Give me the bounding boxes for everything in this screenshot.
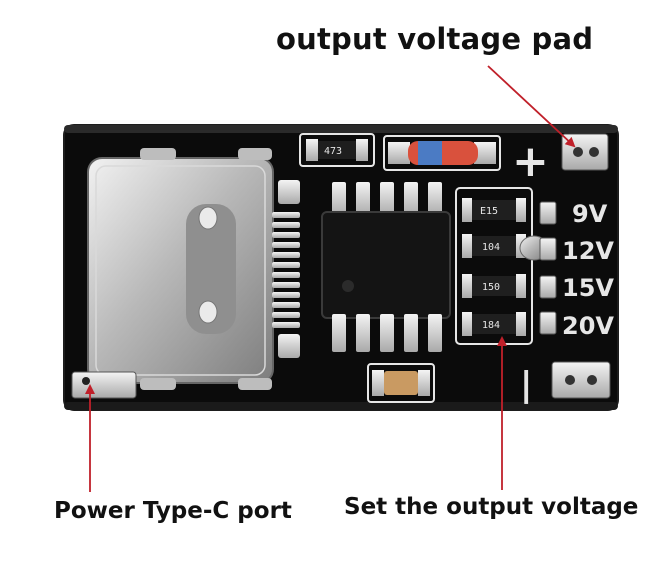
arrow-output-pad <box>487 65 576 148</box>
resistor-code: E15 <box>480 206 498 217</box>
voltage-9v: 9V <box>572 200 608 228</box>
output-minus: | <box>520 361 611 405</box>
plus-symbol: + <box>512 136 549 187</box>
diode <box>383 135 501 171</box>
resistor-473: 473 <box>299 133 375 167</box>
resistor-code: 104 <box>482 242 500 253</box>
usb-pins <box>272 212 300 328</box>
resistor-104: 104 <box>462 234 526 258</box>
set-output-voltage-label: Set the output voltage <box>344 494 639 520</box>
minus-symbol: | <box>520 365 532 405</box>
voltage-12v: 12V <box>562 237 614 265</box>
output-voltage-pad-label: output voltage pad <box>276 22 594 56</box>
ic-pins-top <box>332 182 442 216</box>
selection-pads <box>539 201 557 335</box>
output-voltage-pad-plus <box>561 133 609 171</box>
capacitor <box>367 363 435 403</box>
input-pad <box>71 371 137 399</box>
resistor-code: 150 <box>482 282 500 293</box>
resistor-473-code: 473 <box>324 146 342 157</box>
voltage-15v: 15V <box>562 274 614 302</box>
ic-pins-bottom <box>332 314 442 352</box>
power-type-c-port-label: Power Type-C port <box>54 498 292 524</box>
voltage-resistor-block <box>455 187 533 345</box>
resistor-150: 150 <box>462 274 526 298</box>
voltage-20v: 20V <box>562 312 614 340</box>
usb-type-c-port <box>87 148 274 390</box>
controller-ic <box>321 211 451 319</box>
resistor-184: 184 <box>462 312 526 336</box>
resistor-e15: E15 <box>462 198 526 222</box>
resistor-code: 184 <box>482 320 500 331</box>
output-voltage-pad-minus <box>551 361 611 399</box>
